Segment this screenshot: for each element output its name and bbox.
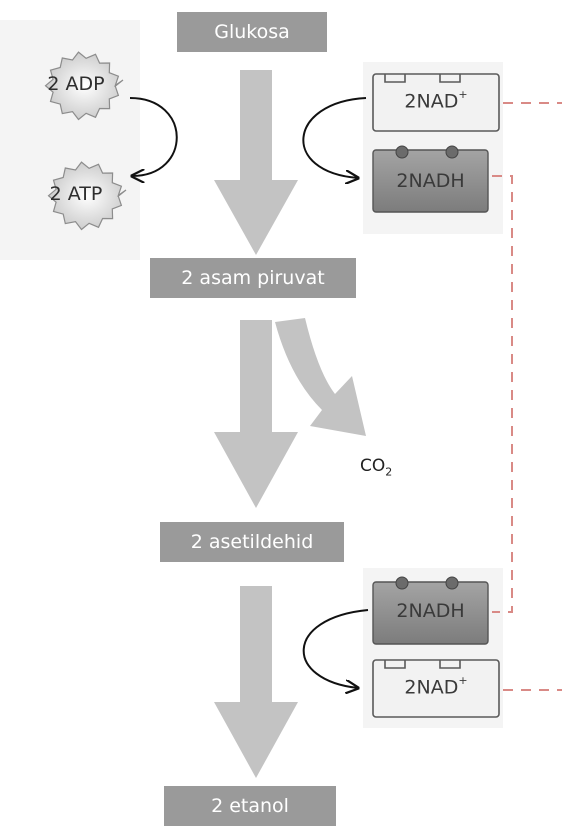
label-nad-top: 2NAD+ [373,88,499,113]
arrow-asetildehid-to-etanol [214,586,298,778]
label-nad-bottom-charge: + [458,674,468,687]
nad-box-top [372,73,500,132]
atp-starburst [47,161,127,231]
label-nadh-bottom: 2NADH [396,600,465,622]
arrow-glukosa-to-piruvat [214,70,298,255]
label-nad-bottom: 2NAD+ [373,674,499,699]
label-co2-subscript: 2 [385,465,393,479]
label-glukosa: Glukosa [177,12,327,52]
curve-arrow-nadh-to-nad-bottom [302,609,369,688]
label-co2: CO2 [360,456,392,478]
adp-starburst [44,51,124,121]
label-adp: 2 ADP [47,73,105,95]
label-atp: 2 ATP [49,183,103,205]
label-nad-bottom-main: 2NAD [404,676,459,699]
dashed-line-nadh-link [492,175,513,613]
label-etanol: 2 etanol [164,786,336,826]
arrow-piruvat-to-asetildehid [214,320,298,508]
arrow-co2-branch [275,318,366,436]
nadh-box-bottom [372,576,489,645]
label-nad-top-main: 2NAD [404,90,459,113]
energy-panel [0,20,140,260]
label-co2-main: CO [360,456,386,476]
nad-box-bottom [372,659,500,718]
label-nadh-top: 2NADH [396,170,465,192]
label-asetildehid: 2 asetildehid [160,522,344,562]
label-asam-piruvat: 2 asam piruvat [150,258,356,298]
label-nad-top-charge: + [458,88,468,101]
curve-arrow-nad-to-nadh-top [302,97,367,178]
nadh-box-top [372,145,489,213]
curve-arrow-adp-to-atp [129,97,178,176]
